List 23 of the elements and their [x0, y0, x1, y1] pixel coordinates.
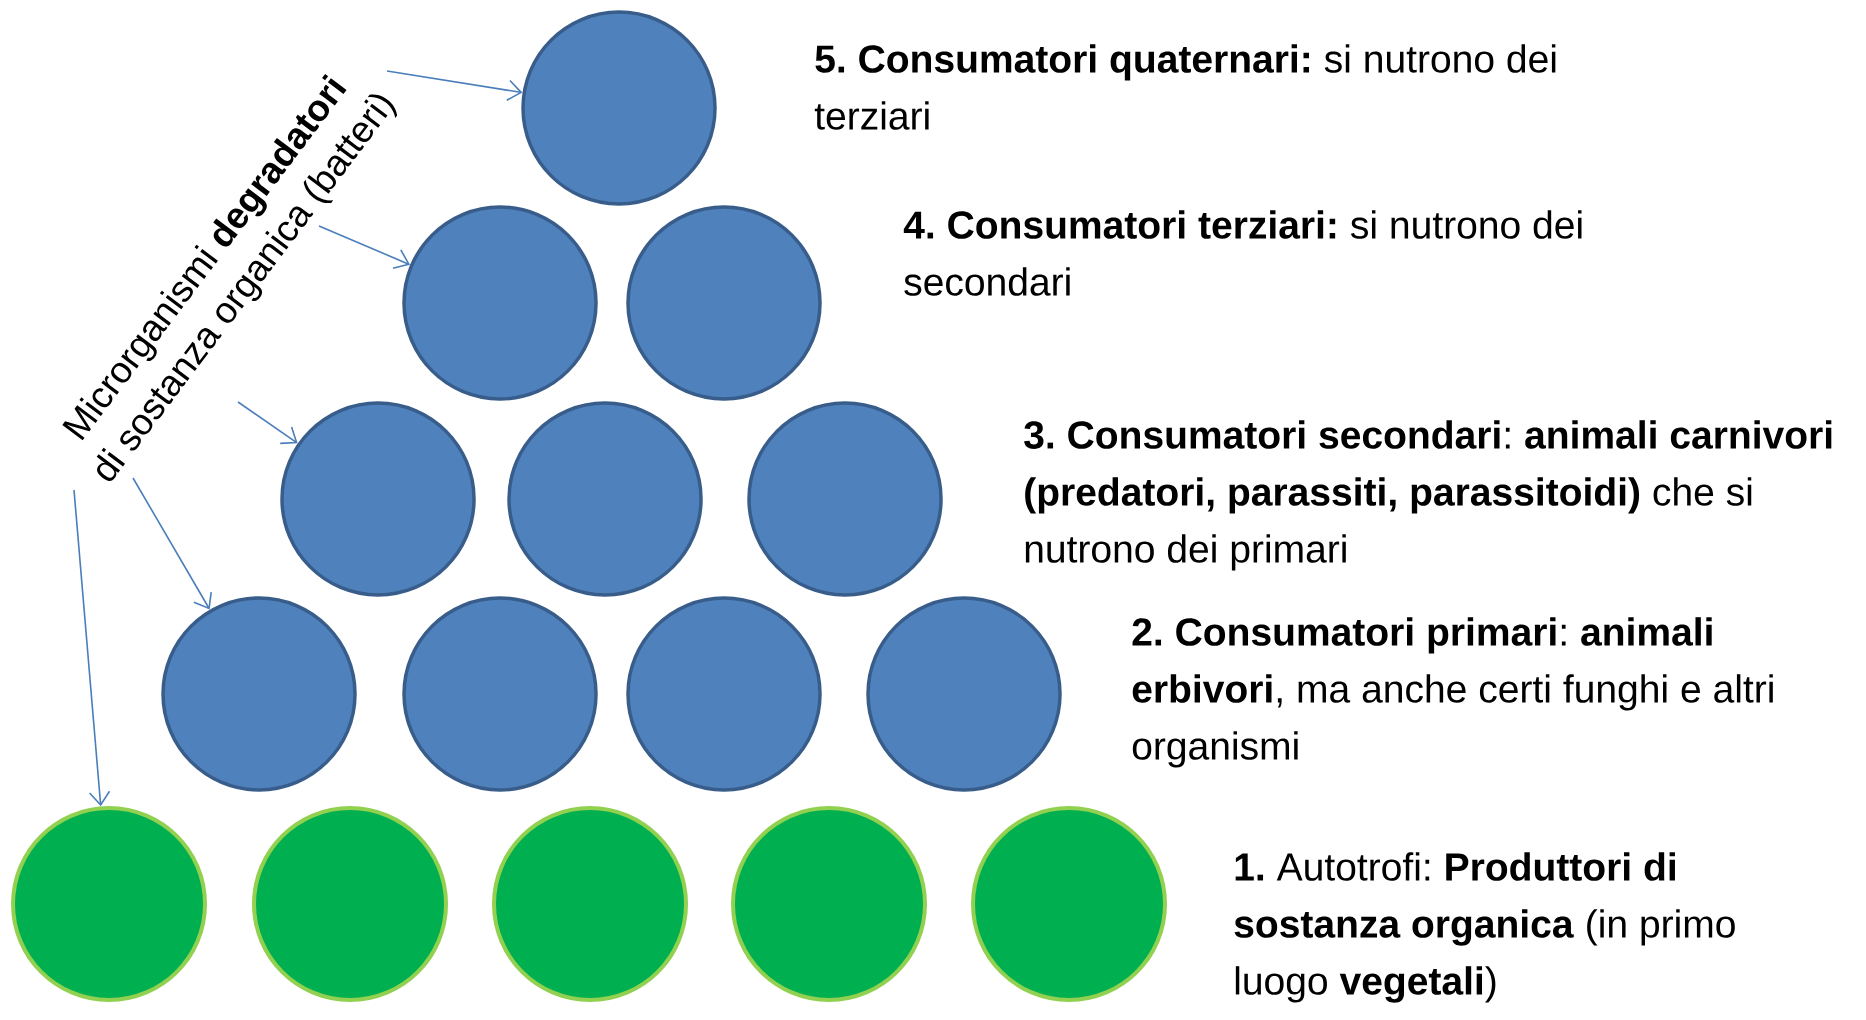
circle [402, 596, 598, 792]
level-description: 1. Autotrofi: Produttori di sostanza organica (in primo luogo vegetali) [1234, 852, 1735, 1003]
level-description: 3. Consumatori secondari: animali carnivori (predatori, parassiti, parassitoidi) che si nutrono dei primari [1024, 420, 1832, 571]
circle [747, 401, 943, 597]
level-description: 2. Consumatori primari: animali erbivori, ma anche certi funghi e altri organismi [1132, 617, 1773, 768]
circle [11, 806, 207, 1002]
circle [626, 205, 822, 401]
circle [866, 596, 1062, 792]
circle [626, 596, 822, 792]
circle [521, 10, 717, 206]
circle [971, 806, 1167, 1002]
circle [161, 596, 357, 792]
circle [402, 205, 598, 401]
circle [507, 401, 703, 597]
circle [280, 401, 476, 597]
circle [492, 806, 688, 1002]
circle [731, 806, 927, 1002]
level-description: 5. Consumatori quaternari: si nutrono dei terziari [814, 44, 1556, 130]
arrow [73, 489, 111, 807]
arrow [132, 477, 212, 610]
arrow [386, 70, 523, 102]
level-description: 4. Consumatori terziari: si nutrono dei secondari [903, 210, 1582, 296]
circle [252, 806, 448, 1002]
